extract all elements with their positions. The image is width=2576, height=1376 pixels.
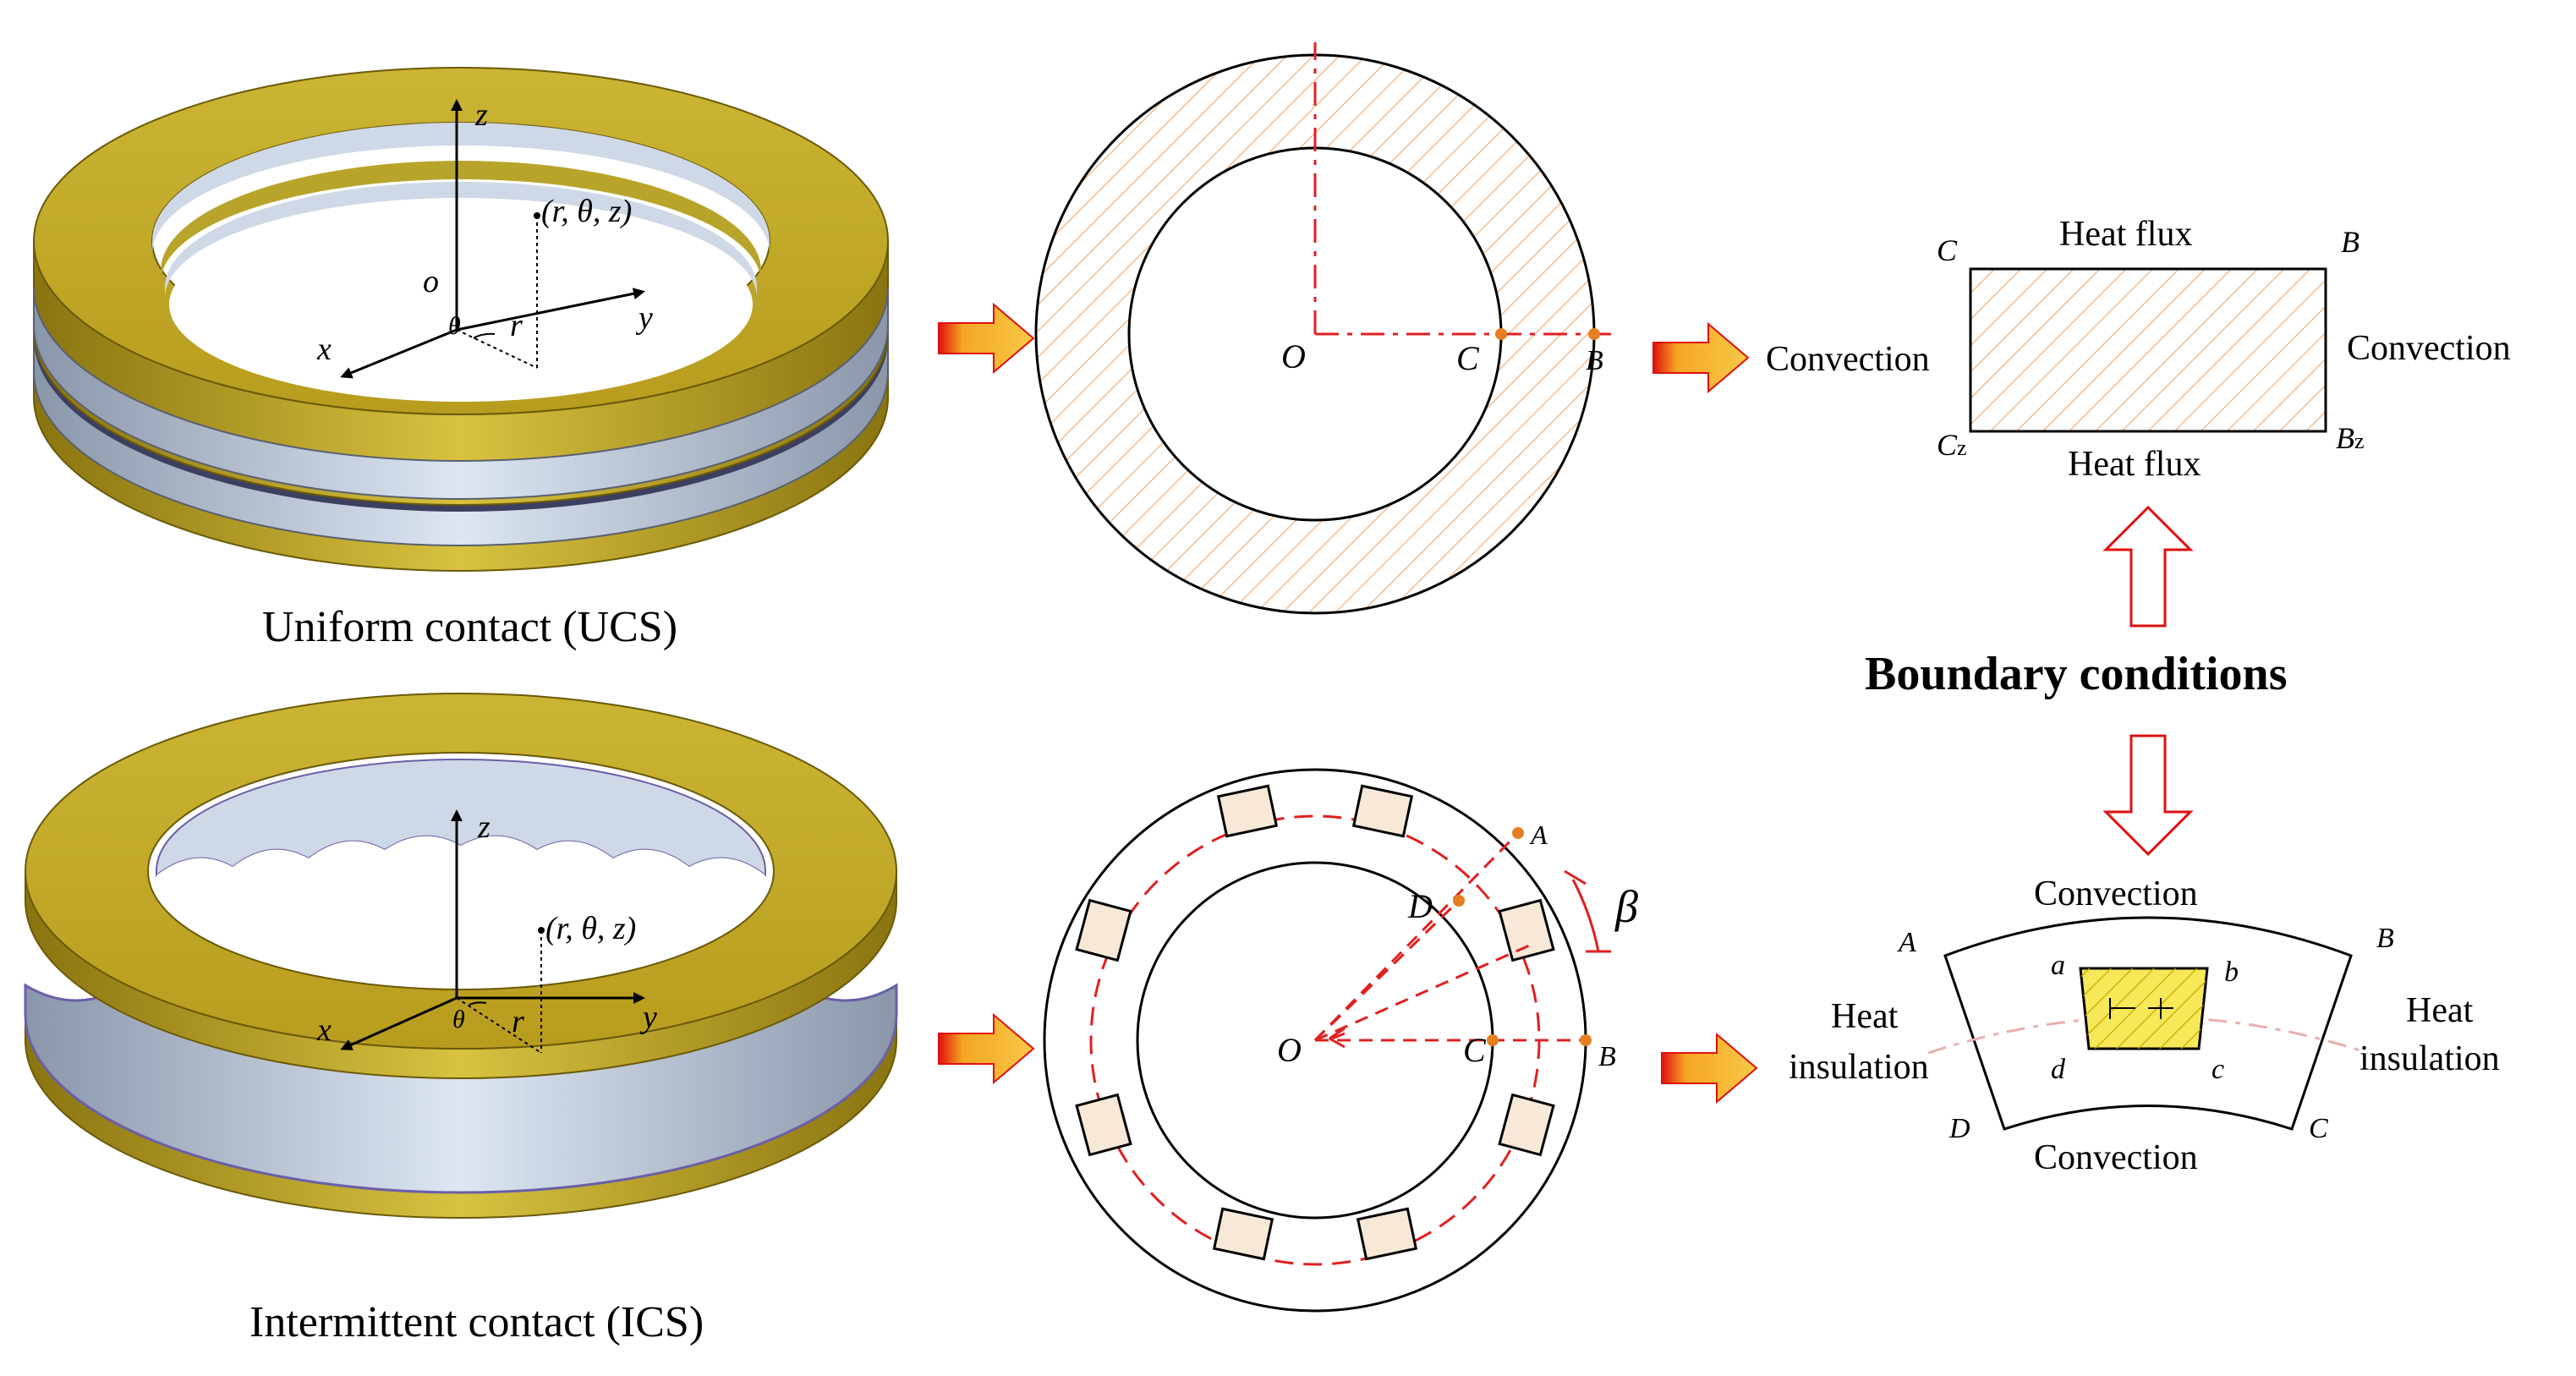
sector-corner-d: D	[1948, 1113, 1970, 1144]
sector-domain	[1927, 916, 2369, 1131]
ics-section-point-d	[1453, 895, 1465, 907]
ucs-axis-x-label: x	[316, 332, 332, 367]
rect-domain	[1969, 267, 2327, 433]
ucs-axes	[340, 99, 645, 379]
ics-section-point-b	[1580, 1034, 1592, 1046]
ucs-caption: Uniform contact (UCS)	[262, 603, 677, 651]
ucs-origin-label: o	[423, 264, 439, 299]
rect-right-label: Convection	[2347, 329, 2511, 368]
rect-corner-c: C	[1937, 233, 1958, 267]
ucs-r-label: r	[510, 308, 523, 343]
ucs-axis-y-label: y	[635, 300, 653, 336]
ucs-section-point-c	[1495, 328, 1507, 340]
bc-arrow-down	[2102, 734, 2194, 857]
sector-right-label-1: Heat	[2406, 991, 2474, 1030]
flow-arrow-3	[938, 1012, 1035, 1085]
rect-corner-cz-sub: z	[1957, 436, 1967, 460]
rect-corner-bz: Bz	[2336, 421, 2365, 455]
ics-axis-x-label: x	[316, 1012, 332, 1048]
ics-section-point-c	[1487, 1034, 1499, 1046]
ucs-section-o-label: O	[1281, 337, 1306, 376]
sector-inner-d: d	[2051, 1054, 2066, 1085]
ics-section-c-label: C	[1463, 1031, 1487, 1069]
rect-top-label: Heat flux	[2059, 215, 2192, 254]
ics-axis-z-label: z	[477, 809, 491, 845]
rect-corner-cz-main: C	[1937, 428, 1958, 462]
ucs-axis-z-label: z	[474, 97, 488, 133]
ics-section-a-label: A	[1529, 820, 1548, 850]
ics-section-b-label: B	[1598, 1041, 1616, 1072]
flow-arrow-4	[1661, 1032, 1758, 1105]
ics-point-marker	[538, 927, 545, 934]
bc-arrow-up	[2102, 505, 2194, 628]
rect-corner-b: B	[2341, 225, 2360, 259]
ucs-section	[1034, 42, 1611, 615]
ics-theta-label: θ	[452, 1006, 465, 1033]
ics-section-d-label: D	[1407, 887, 1433, 925]
sector-corner-c: C	[2309, 1113, 2328, 1144]
rect-corner-cz: Cz	[1937, 428, 1967, 462]
ics-section-o-label: O	[1277, 1031, 1302, 1069]
ucs-ring-3d	[33, 67, 889, 572]
ics-point-label: (r, θ, z)	[545, 911, 636, 946]
sector-corner-a: A	[1897, 927, 1916, 958]
boundary-title: Boundary conditions	[1865, 648, 2288, 700]
flow-arrow-1	[938, 302, 1035, 375]
flow-arrow-2	[1652, 321, 1750, 394]
sector-bottom-label: Convection	[2034, 1138, 2198, 1177]
ics-section-point-a	[1512, 827, 1524, 839]
ics-section	[1043, 768, 1611, 1313]
sector-corner-b: B	[2376, 923, 2394, 954]
ucs-section-point-b	[1588, 328, 1600, 340]
ics-ring-3d	[24, 693, 898, 1219]
ucs-section-b-label: B	[1586, 345, 1603, 376]
sector-inner-a: a	[2051, 950, 2065, 981]
sector-inner-c: c	[2212, 1054, 2224, 1085]
rect-bottom-label: Heat flux	[2068, 445, 2201, 484]
sector-top-label: Convection	[2034, 874, 2198, 913]
ucs-section-c-label: C	[1456, 339, 1480, 377]
ucs-theta-label: θ	[448, 312, 461, 340]
ics-section-beta-label: β	[1614, 881, 1638, 932]
rect-corner-bz-sub: z	[2354, 429, 2365, 453]
ics-axes	[340, 809, 645, 1054]
sector-left-label-2: insulation	[1789, 1048, 1929, 1087]
rect-left-label: Convection	[1766, 340, 1930, 379]
rect-corner-bz-main: B	[2336, 421, 2354, 455]
sector-right-label-2: insulation	[2360, 1039, 2500, 1078]
sector-left-label-1: Heat	[1831, 997, 1899, 1036]
ucs-point-marker	[534, 212, 540, 219]
sector-inner-b: b	[2224, 957, 2239, 988]
ics-axis-y-label: y	[639, 1000, 657, 1035]
ucs-point-label: (r, θ, z)	[541, 194, 632, 229]
ics-r-label: r	[512, 1004, 524, 1039]
ics-caption: Intermittent contact (ICS)	[249, 1298, 704, 1346]
